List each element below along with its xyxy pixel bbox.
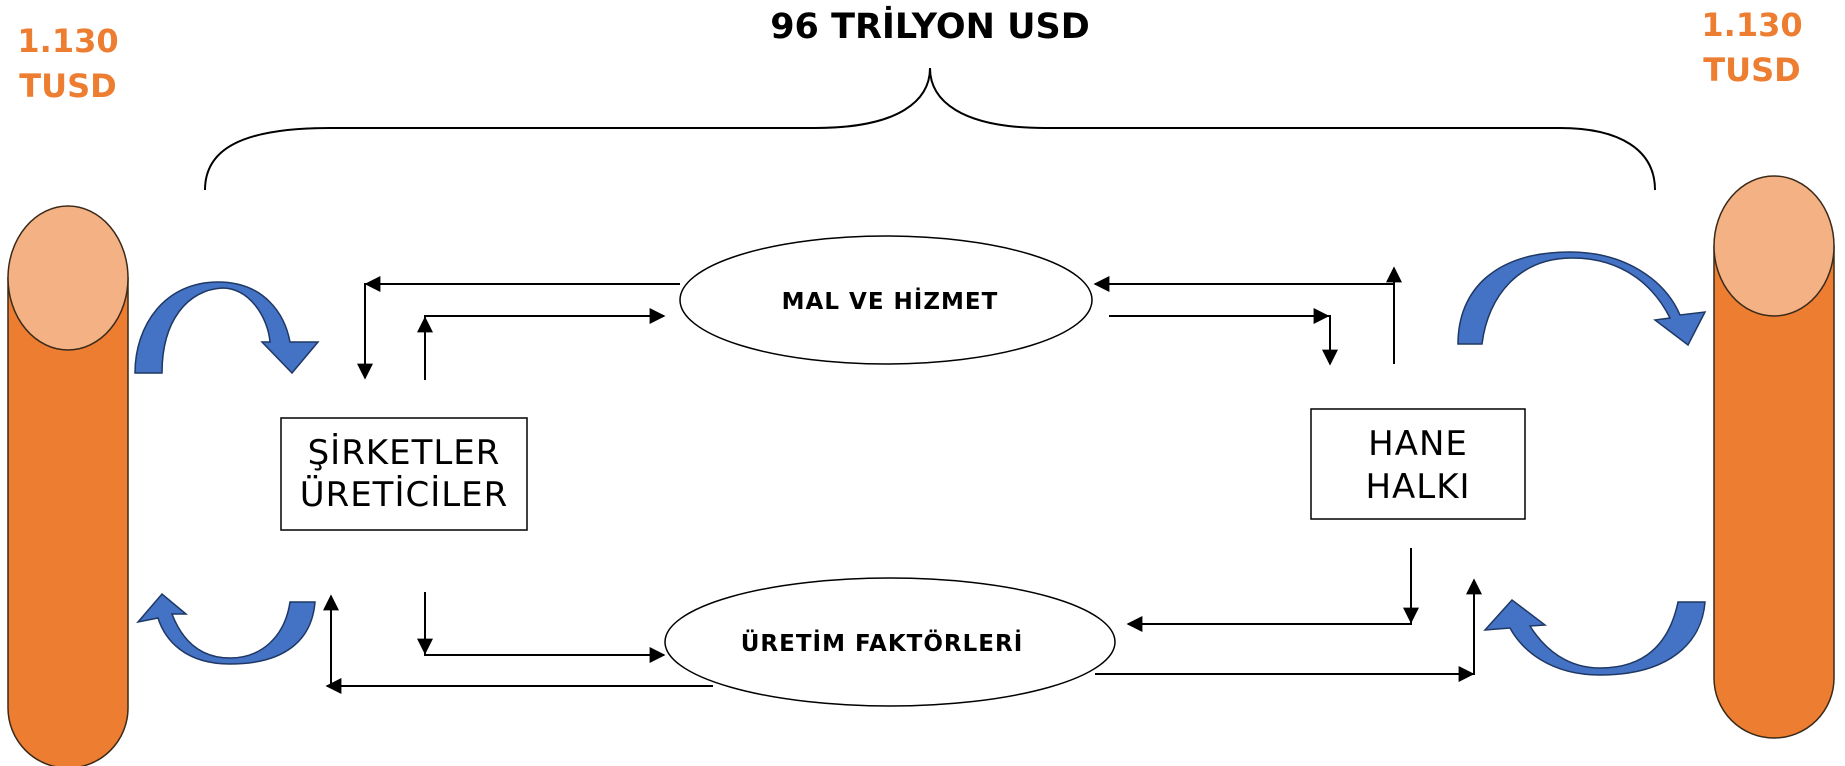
left-cylinder bbox=[7, 205, 129, 766]
flow-goods-to-companies bbox=[357, 283, 680, 380]
left-cylinder-top bbox=[7, 205, 129, 351]
factor-market-oval: ÜRETİM FAKTÖRLERİ bbox=[664, 577, 1116, 707]
curved-arrow-left-bottom bbox=[136, 592, 316, 665]
curved-arrow-left-top bbox=[134, 281, 320, 375]
goods-market-label: MAL VE HİZMET bbox=[782, 287, 999, 315]
curved-arrow-right-top bbox=[1457, 251, 1707, 347]
top-brace bbox=[204, 67, 1656, 191]
right-amount-value: 1.130 bbox=[1701, 6, 1802, 44]
flow-goods-to-households bbox=[1109, 315, 1338, 366]
right-cylinder bbox=[1713, 175, 1835, 739]
flow-households-to-factors bbox=[1126, 548, 1412, 632]
flow-factors-to-companies bbox=[323, 594, 713, 687]
right-amount-unit: TUSD bbox=[1703, 51, 1800, 89]
households-line1: HANE bbox=[1368, 424, 1468, 464]
flow-companies-to-factors bbox=[424, 592, 666, 663]
diagram-title: 96 TRİLYON USD bbox=[770, 5, 1090, 47]
flow-households-to-goods bbox=[1093, 276, 1395, 364]
households-line2: HALKI bbox=[1365, 467, 1470, 507]
companies-line2: ÜRETİCİLER bbox=[300, 474, 509, 515]
households-box: HANE HALKI bbox=[1310, 408, 1526, 520]
left-cylinder-body bbox=[7, 277, 129, 766]
companies-box: ŞİRKETLER ÜRETİCİLER bbox=[280, 417, 528, 531]
left-amount-value: 1.130 bbox=[17, 22, 118, 60]
flow-factors-to-households bbox=[1095, 578, 1482, 675]
curved-arrow-right-bottom bbox=[1483, 598, 1706, 676]
factor-market-label: ÜRETİM FAKTÖRLERİ bbox=[741, 629, 1024, 657]
right-cylinder-body bbox=[1713, 245, 1835, 739]
right-cylinder-top bbox=[1713, 175, 1835, 317]
goods-market-oval: MAL VE HİZMET bbox=[679, 235, 1093, 365]
flow-companies-to-goods bbox=[424, 308, 666, 380]
right-amount: 1.130 TUSD bbox=[1701, 6, 1802, 89]
left-amount-unit: TUSD bbox=[19, 67, 116, 105]
companies-line1: ŞİRKETLER bbox=[308, 433, 501, 473]
left-amount: 1.130 TUSD bbox=[17, 22, 118, 105]
